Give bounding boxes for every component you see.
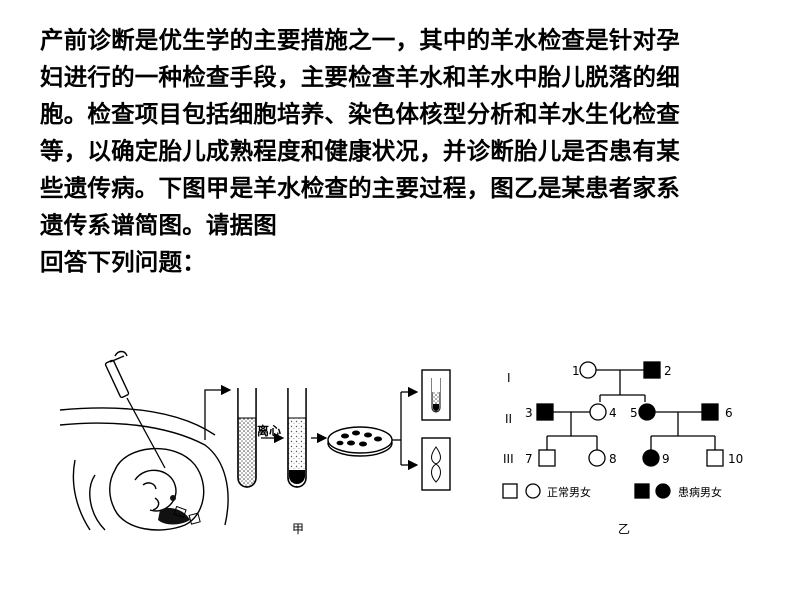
generation-label: I — [507, 371, 511, 385]
abdomen-illustration — [59, 407, 229, 531]
individual-7-normal-male — [538, 449, 556, 467]
individual-5-affected-female — [638, 403, 656, 421]
legend: 正常男女 患病男女 — [502, 483, 722, 499]
legend-affected-male-icon — [634, 483, 650, 499]
individual-1-normal-female — [579, 361, 597, 379]
individual-label: 4 — [609, 406, 617, 420]
tissue-pieces — [173, 505, 201, 525]
fetus-dark-area — [158, 495, 190, 525]
legend-affected-label: 患病男女 — [678, 485, 722, 499]
question-line: 遗传系谱简图。请据图 — [40, 211, 277, 239]
legend-normal-label: 正常男女 — [547, 485, 591, 499]
question-line: 回答下列问题： — [40, 248, 206, 276]
arrow-to-tube — [204, 384, 232, 440]
individual-6-affected-male — [701, 403, 719, 421]
individual-label: 7 — [525, 452, 533, 466]
individual-label: 5 — [630, 406, 638, 420]
culture-dish — [327, 426, 393, 457]
question-text: 产前诊断是优生学的主要措施之一，其中的羊水检查是针对孕 妇进行的一种检查手段，主… — [40, 22, 770, 281]
legend-affected-female-icon — [655, 483, 671, 499]
individual-label: 10 — [728, 452, 743, 466]
figure-amniocentesis-process: 离心 — [59, 350, 451, 536]
question-line: 产前诊断是优生学的主要措施之一，其中的羊水检查是针对孕 — [40, 26, 680, 54]
individual-3-affected-male — [536, 403, 554, 421]
legend-normal-male-icon — [502, 483, 518, 499]
legend-normal-female-icon — [525, 483, 541, 499]
figure-pedigree: I II III 1 2 3 4 5 6 7 8 9 10 — [502, 361, 743, 536]
individual-label: 1 — [572, 364, 580, 378]
syringe-needle — [126, 397, 166, 469]
pedigree-lines — [546, 369, 716, 450]
individual-label: 2 — [664, 364, 672, 378]
individual-10-normal-male — [706, 449, 724, 467]
individual-label: 3 — [525, 406, 533, 420]
question-line: 等，以确定胎儿成熟程度和健康状况，并诊断胎儿是否患有某 — [40, 137, 680, 165]
individual-label: 6 — [725, 406, 733, 420]
individual-2-affected-male — [643, 361, 661, 379]
individual-label: 8 — [609, 452, 617, 466]
result-box-tube — [421, 369, 451, 421]
figure-caption-jia: 甲 — [292, 522, 304, 536]
result-box-chromosome — [421, 437, 451, 491]
syringe-icon — [104, 350, 130, 399]
question-line: 些遗传病。下图甲是羊水检查的主要过程，图乙是某患者家系 — [40, 174, 680, 202]
individual-label: 9 — [662, 452, 670, 466]
generation-label: III — [503, 452, 514, 466]
question-line: 胞。检查项目包括细胞培养、染色体核型分析和羊水生化检查 — [40, 100, 680, 128]
test-tube-amniotic-fluid — [237, 388, 257, 488]
centrifuge-label: 离心 — [257, 423, 281, 438]
individual-4-normal-female — [589, 403, 607, 421]
question-line: 妇进行的一种检查手段，主要检查羊水和羊水中胎儿脱落的细 — [40, 63, 680, 91]
individual-9-affected-female — [642, 449, 660, 467]
individual-8-normal-female — [588, 449, 606, 467]
figure-caption-yi: 乙 — [618, 522, 630, 536]
branch-arrows — [392, 386, 419, 471]
generation-label: II — [505, 412, 512, 426]
test-tube-centrifuged — [287, 388, 307, 488]
